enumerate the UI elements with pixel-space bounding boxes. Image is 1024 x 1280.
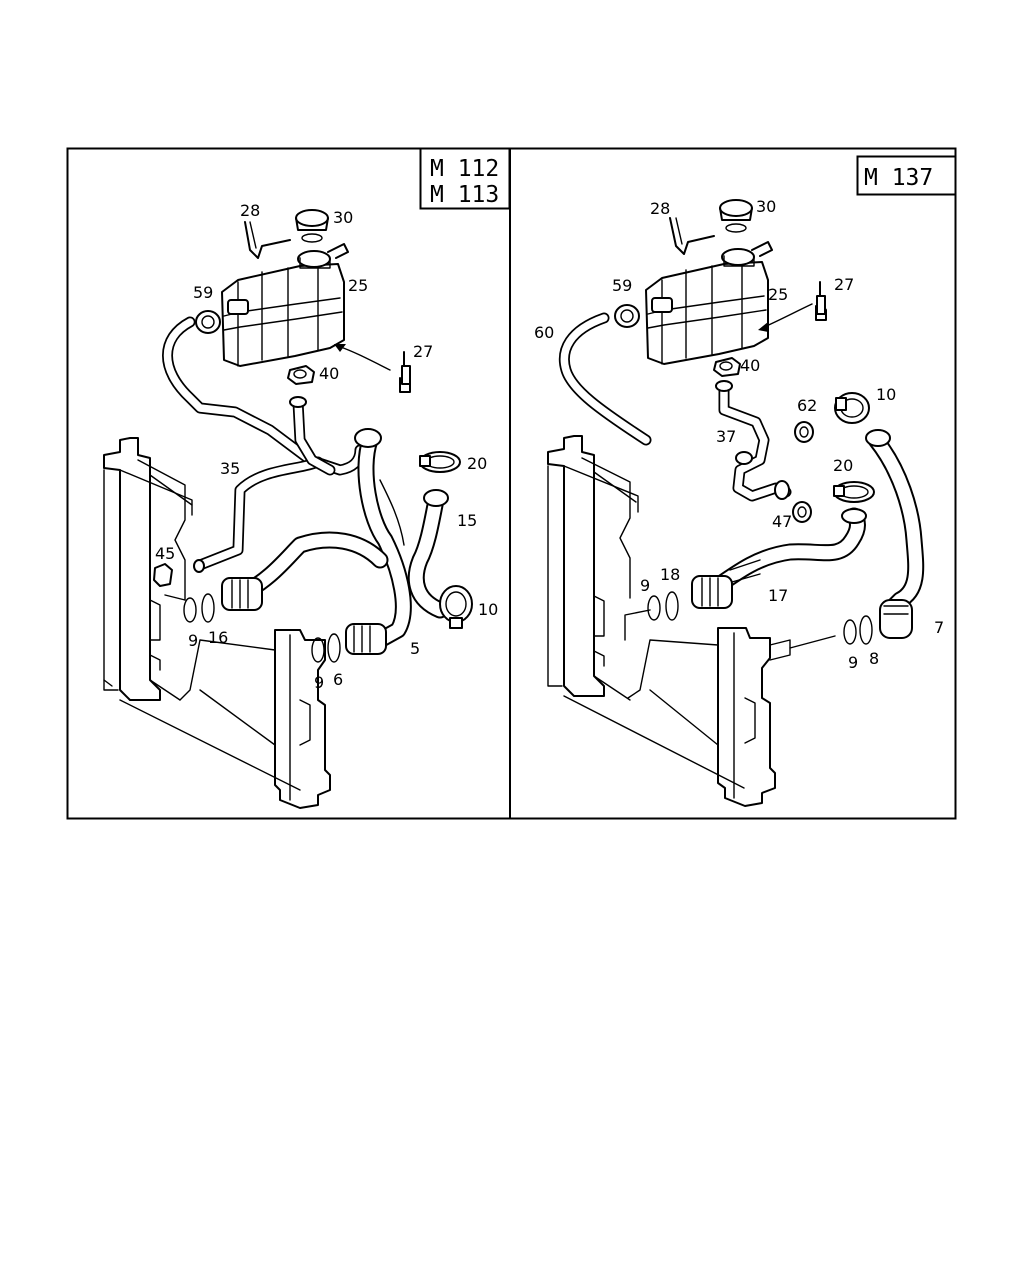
callout-label: 8 [869,649,879,668]
callout-label: 9 [848,653,858,672]
vent-hose [669,217,715,255]
panel-m112-m113: M 112 M 113 [103,147,511,809]
callout-label: 18 [660,565,680,584]
diagram-frame [66,147,957,820]
callout-label: 6 [333,670,343,689]
callout-label: 25 [768,285,788,304]
engine-tag-line: M 137 [864,165,933,191]
hose-clamp [195,310,221,334]
level-sensor [758,281,827,332]
engine-tag-line: M 112 [430,156,499,182]
hose-clamp [439,585,473,629]
callout-label: 30 [333,208,353,227]
callout-label: 10 [876,385,896,404]
callout-label: 59 [193,283,213,302]
engine-tag-box [419,147,511,210]
callout-label: 40 [740,356,760,375]
engine-tag-box [856,155,957,196]
callout-label: 25 [348,276,368,295]
panel-m137: M 137 [534,155,957,807]
callout-label: 27 [413,342,433,361]
callout-label: 60 [534,323,554,342]
hose-clamp [419,451,461,473]
hose-clamp [834,392,870,424]
level-sensor [334,344,411,393]
radiator [103,437,331,809]
callout-label: 47 [772,512,792,531]
callout-label: 10 [478,600,498,619]
callout-label: 15 [457,511,477,530]
vent-hose [244,221,291,259]
callout-label: 45 [155,544,175,563]
callout-label: 40 [319,364,339,383]
expansion-tank [645,241,773,365]
callout-label: 17 [768,586,788,605]
callout-label: 37 [716,427,736,446]
o-rings [624,591,873,645]
callout-label: 27 [834,275,854,294]
engine-tag-line: M 113 [430,182,499,208]
hose-clamp [614,304,640,328]
callout-label: 28 [650,199,670,218]
callout-label: 20 [833,456,853,475]
hose-clamp [833,481,875,503]
filler-cap [719,199,753,233]
o-rings [164,593,341,663]
mounting-bracket [153,563,173,587]
callout-label: 5 [410,639,420,658]
callout-label: 62 [797,396,817,415]
connector [713,357,741,377]
callout-label: 7 [934,618,944,637]
callout-label: 59 [612,276,632,295]
callout-label: 28 [240,201,260,220]
callout-label: 20 [467,454,487,473]
hose-clamp [792,501,812,523]
connector [287,365,315,385]
filler-cap [295,209,329,243]
callout-label: 9 [640,576,650,595]
callout-label: 9 [314,673,324,692]
callout-label: 9 [188,631,198,650]
hose-clamp [794,421,814,443]
radiator [547,435,836,807]
callout-label: 30 [756,197,776,216]
expansion-tank [221,243,349,367]
callout-label: 35 [220,459,240,478]
callout-label: 16 [208,628,228,647]
